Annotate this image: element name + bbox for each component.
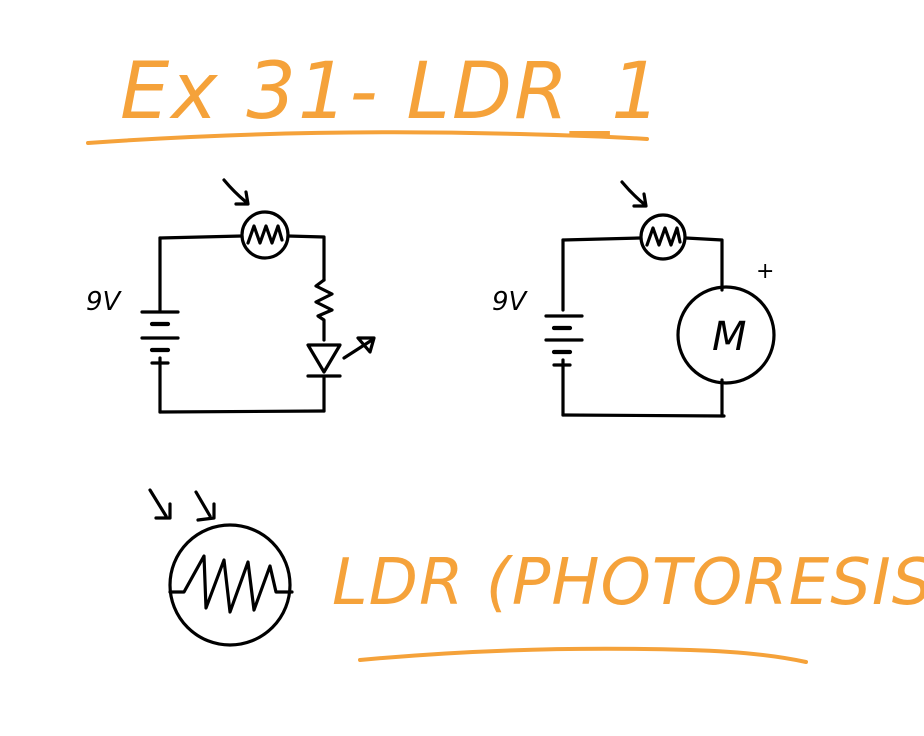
polarity-label: +: [756, 259, 774, 284]
wire-top-right: [286, 234, 326, 282]
ldr-label: LDR (PHOTORESISTOR): [332, 546, 924, 620]
title-underline: [86, 130, 649, 145]
circuit-ldr-motor: 9V M +: [492, 180, 776, 418]
light-arrow-icon: [222, 178, 250, 206]
light-arrows-icon: [148, 488, 216, 522]
wire-bottom: [561, 413, 726, 418]
ldr-large-symbol: [168, 523, 294, 647]
wire-top-left: [158, 234, 244, 240]
circuit-ldr-led: 9V: [86, 178, 376, 414]
battery-label: 9V: [86, 287, 123, 317]
ldr-symbol: [240, 210, 290, 260]
wire-top-right: [684, 236, 724, 292]
ldr-symbol: [639, 213, 687, 261]
motor-symbol: M: [676, 285, 776, 385]
battery-symbol: [544, 314, 584, 367]
motor-label: M: [712, 314, 747, 360]
wire-bottom: [158, 409, 326, 414]
label-underline: [358, 646, 808, 664]
light-arrow-icon: [620, 180, 648, 208]
battery-label: 9V: [492, 287, 529, 317]
battery-symbol: [140, 310, 180, 365]
wire-top-left: [561, 236, 642, 242]
emitted-light-icon: [342, 336, 376, 360]
led-symbol: [306, 343, 342, 378]
page-title: Ex 31- LDR_1: [120, 47, 663, 137]
resistor-symbol: [314, 278, 334, 342]
